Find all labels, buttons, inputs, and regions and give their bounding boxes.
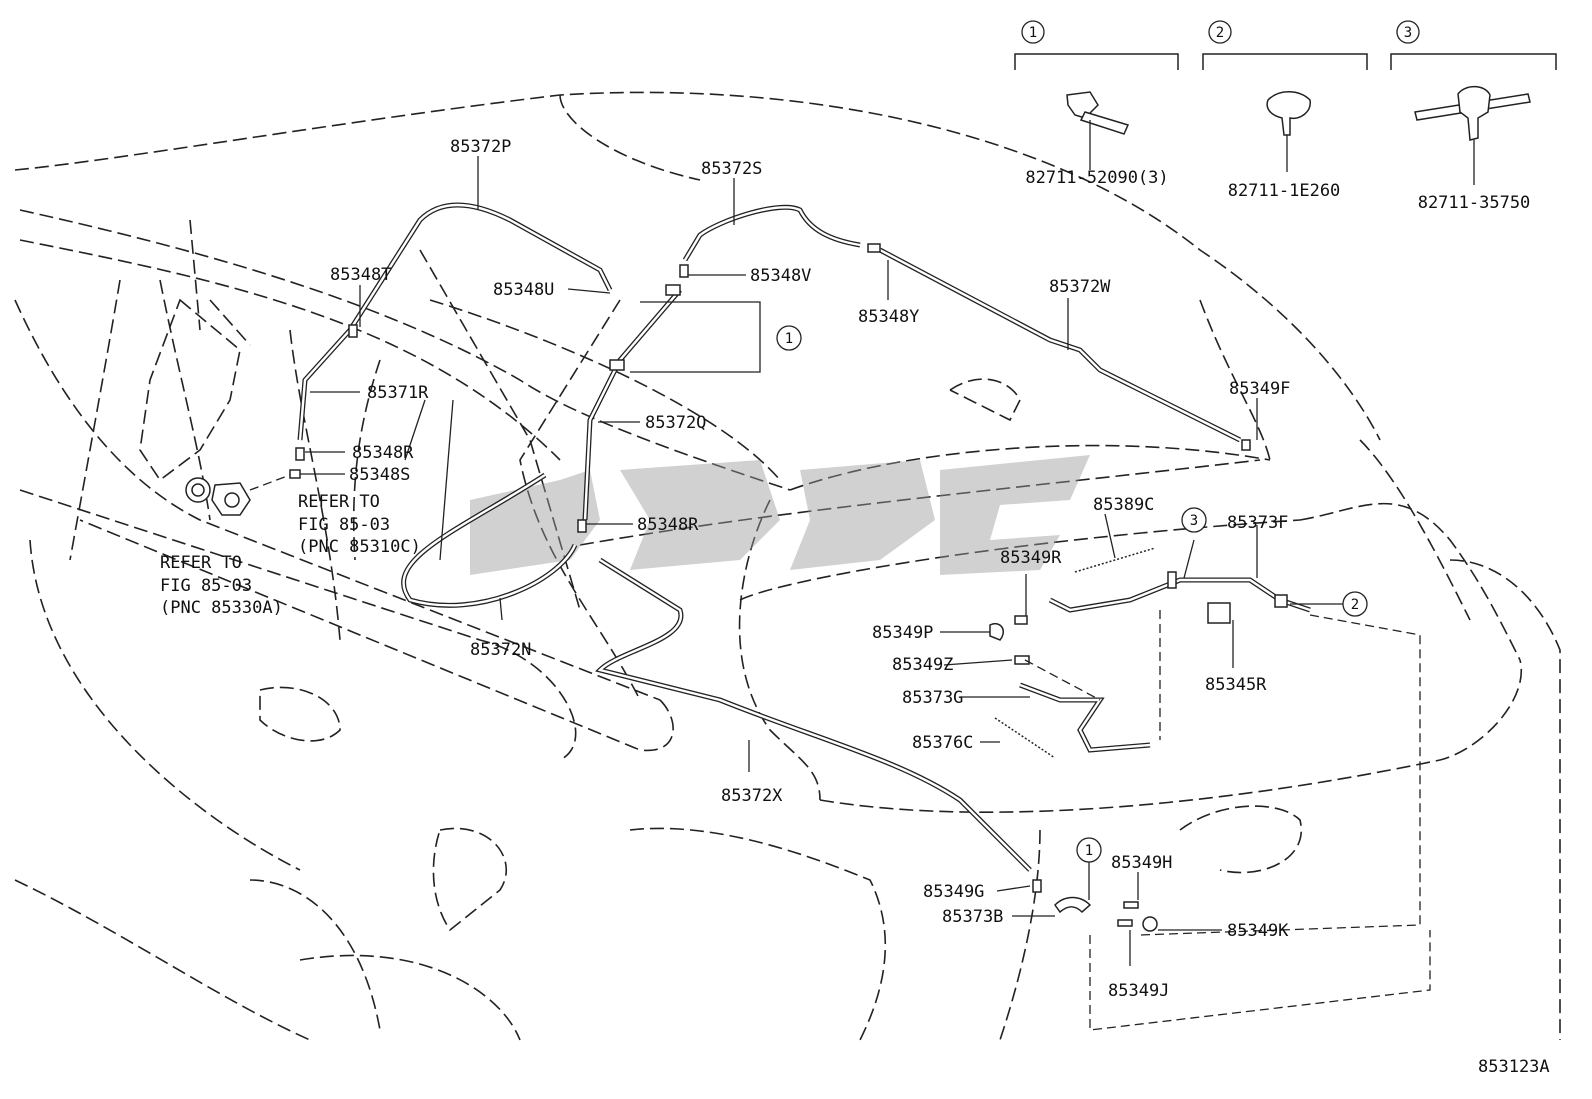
cap-85349k-icon bbox=[1142, 916, 1158, 932]
part-82711-52090[interactable]: 82711-52090(3) bbox=[1025, 168, 1168, 188]
refer-note-lower-line3[interactable]: (PNC 85330A) bbox=[160, 598, 283, 618]
leader-lines bbox=[300, 156, 1343, 966]
joint-85349g-icon bbox=[1032, 879, 1042, 893]
clamp-85345r-icon bbox=[1207, 602, 1231, 624]
callout-3: 3 bbox=[1190, 513, 1198, 529]
part-85348t[interactable]: 85348T bbox=[330, 265, 391, 285]
part-85349f[interactable]: 85349F bbox=[1229, 379, 1290, 399]
joint-85349h-icon bbox=[1123, 901, 1139, 909]
joint-85348r-upper-icon bbox=[295, 447, 305, 461]
spring-85376c-icon bbox=[994, 717, 1056, 759]
washer-pump-icon bbox=[211, 482, 251, 516]
part-85349z[interactable]: 85349Z bbox=[892, 655, 953, 675]
watermark bbox=[470, 455, 1090, 575]
grouping-frames bbox=[249, 474, 1431, 1031]
part-85376c[interactable]: 85376C bbox=[912, 733, 973, 753]
joint-85348v-icon bbox=[679, 264, 689, 278]
refer-note-upper: REFER TO FIG 85-03 (PNC 85310C) bbox=[298, 492, 421, 557]
part-85373g[interactable]: 85373G bbox=[902, 688, 963, 708]
joint-85349j-icon bbox=[1117, 919, 1133, 927]
inset-kit-3: 3 82711-35750 bbox=[1390, 20, 1557, 213]
refer-note-lower: REFER TO FIG 85-03 (PNC 85330A) bbox=[160, 553, 283, 618]
part-85349h[interactable]: 85349H bbox=[1111, 853, 1172, 873]
part-82711-1e260[interactable]: 82711-1E260 bbox=[1228, 181, 1341, 201]
spring-85389c-icon bbox=[1074, 547, 1156, 573]
nozzle-85349f-icon bbox=[1241, 439, 1251, 451]
washer-tank-illustration bbox=[139, 219, 251, 516]
part-85373f[interactable]: 85373F bbox=[1227, 513, 1288, 533]
clip-82711-1e260-icon bbox=[1266, 91, 1311, 136]
callout-2: 2 bbox=[1351, 597, 1359, 613]
part-85348v[interactable]: 85348V bbox=[750, 266, 811, 286]
pump-grommet-icon bbox=[185, 477, 211, 503]
part-85349g[interactable]: 85349G bbox=[923, 882, 984, 902]
refer-note-lower-line1[interactable]: REFER TO bbox=[160, 553, 242, 573]
figure-id: 853123A bbox=[1478, 1057, 1550, 1077]
part-85348s[interactable]: 85348S bbox=[349, 465, 410, 485]
part-85389c[interactable]: 85389C bbox=[1093, 495, 1154, 515]
springs bbox=[994, 547, 1156, 759]
refer-note-upper-line2[interactable]: FIG 85-03 bbox=[298, 515, 390, 535]
inset-kit-1: 1 82711-52090(3) bbox=[1014, 20, 1179, 188]
clip-on-hose-icon bbox=[609, 359, 625, 371]
part-85371r[interactable]: 85371R bbox=[367, 383, 429, 403]
clip-on-hose-icon bbox=[1274, 594, 1288, 608]
inset-kits: 1 82711-52090(3) 2 82711-1E260 3 82711-3… bbox=[1014, 20, 1557, 213]
hose-joints bbox=[289, 243, 1288, 932]
refer-note-lower-line2[interactable]: FIG 85-03 bbox=[160, 576, 252, 596]
part-82711-35750[interactable]: 82711-35750 bbox=[1418, 193, 1531, 213]
part-85372w[interactable]: 85372W bbox=[1049, 277, 1111, 297]
joint-85348r-lower-icon bbox=[577, 519, 587, 533]
callout-1-lower: 1 bbox=[1085, 843, 1093, 859]
part-85372p[interactable]: 85372P bbox=[450, 137, 511, 157]
valve-85349r-icon bbox=[1014, 615, 1028, 625]
part-85372q[interactable]: 85372Q bbox=[645, 413, 706, 433]
part-85348r-lower[interactable]: 85348R bbox=[637, 515, 699, 535]
callout-1-upper: 1 bbox=[785, 331, 793, 347]
inset-kit-1-callout: 1 bbox=[1029, 25, 1037, 41]
refer-note-upper-line1[interactable]: REFER TO bbox=[298, 492, 380, 512]
inset-kit-2: 2 82711-1E260 bbox=[1202, 20, 1368, 201]
part-85348u[interactable]: 85348U bbox=[493, 280, 554, 300]
clip-on-hose-icon bbox=[1167, 571, 1177, 589]
part-labels: 85372P 85372S 85348T 85348U 85348V 85348… bbox=[330, 137, 1290, 1001]
joint-85348y-icon bbox=[867, 243, 881, 253]
refer-note-upper-line3[interactable]: (PNC 85310C) bbox=[298, 537, 421, 557]
part-85348r-upper[interactable]: 85348R bbox=[352, 443, 414, 463]
part-85345r[interactable]: 85345R bbox=[1205, 675, 1267, 695]
joint-85349z-icon bbox=[1014, 655, 1030, 665]
part-85349r[interactable]: 85349R bbox=[1000, 548, 1062, 568]
part-85372s[interactable]: 85372S bbox=[701, 159, 762, 179]
part-85349k[interactable]: 85349K bbox=[1227, 921, 1289, 941]
clip-on-hose-icon bbox=[665, 284, 681, 296]
part-85349p[interactable]: 85349P bbox=[872, 623, 933, 643]
part-85372n[interactable]: 85372N bbox=[470, 640, 531, 660]
vehicle-body-outline bbox=[14, 91, 1561, 1041]
part-85349j[interactable]: 85349J bbox=[1108, 981, 1169, 1001]
inset-kit-3-callout: 3 bbox=[1404, 25, 1412, 41]
hose-85373b-icon bbox=[1054, 896, 1092, 914]
inset-kit-2-callout: 2 bbox=[1216, 25, 1224, 41]
joint-85348t-icon bbox=[348, 324, 358, 338]
part-85372x[interactable]: 85372X bbox=[721, 786, 783, 806]
part-85373b[interactable]: 85373B bbox=[942, 907, 1003, 927]
washer-hoses bbox=[297, 202, 1311, 872]
joint-85348s-icon bbox=[289, 469, 301, 479]
clip-85349p-icon bbox=[989, 623, 1004, 641]
callout-circles: 1 3 2 1 bbox=[776, 325, 1368, 863]
part-85348y[interactable]: 85348Y bbox=[858, 307, 919, 327]
clip-82711-35750-icon bbox=[1457, 85, 1491, 141]
